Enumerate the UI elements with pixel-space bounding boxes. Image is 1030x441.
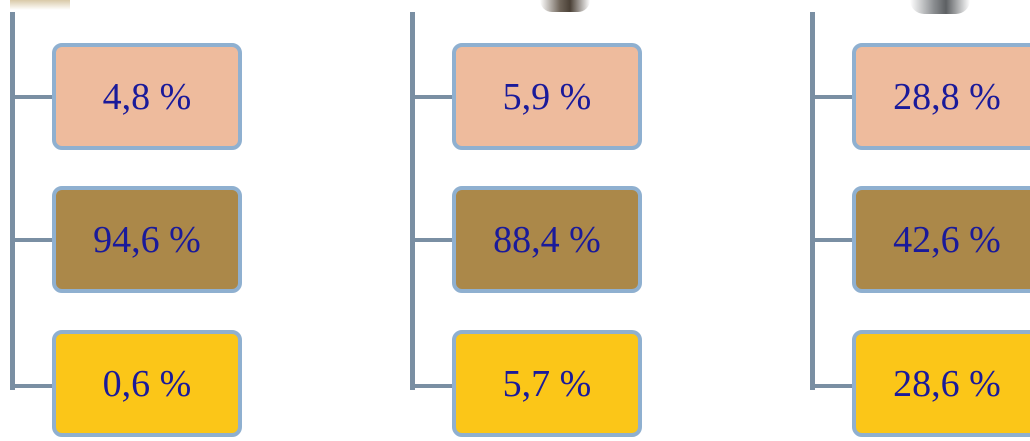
bottom-value-box: 5,7 % bbox=[452, 330, 642, 437]
middle-value-box: 42,6 % bbox=[852, 186, 1030, 293]
top-value-box: 5,9 % bbox=[452, 43, 642, 150]
connector-branch bbox=[410, 384, 455, 388]
column-3: 28,8 % 42,6 % 28,6 % bbox=[810, 0, 1030, 441]
connector-branch bbox=[810, 384, 855, 388]
connector-trunk bbox=[410, 12, 415, 390]
bottom-value-box: 0,6 % bbox=[52, 330, 242, 437]
bottom-value-box: 28,6 % bbox=[852, 330, 1030, 437]
top-value-box: 28,8 % bbox=[852, 43, 1030, 150]
connector-branch bbox=[810, 238, 855, 242]
photo-fragment bbox=[10, 0, 70, 10]
connector-branch bbox=[810, 95, 855, 99]
column-1: 4,8 % 94,6 % 0,6 % bbox=[10, 0, 242, 441]
connector-branch bbox=[10, 238, 55, 242]
connector-branch bbox=[10, 95, 55, 99]
photo-fragment bbox=[910, 0, 970, 14]
connector-trunk bbox=[810, 12, 815, 390]
top-value-box: 4,8 % bbox=[52, 43, 242, 150]
column-2: 5,9 % 88,4 % 5,7 % bbox=[410, 0, 642, 441]
connector-branch bbox=[10, 384, 55, 388]
connector-trunk bbox=[10, 12, 15, 390]
middle-value-box: 94,6 % bbox=[52, 186, 242, 293]
connector-branch bbox=[410, 238, 455, 242]
connector-branch bbox=[410, 95, 455, 99]
photo-fragment bbox=[540, 0, 590, 12]
middle-value-box: 88,4 % bbox=[452, 186, 642, 293]
